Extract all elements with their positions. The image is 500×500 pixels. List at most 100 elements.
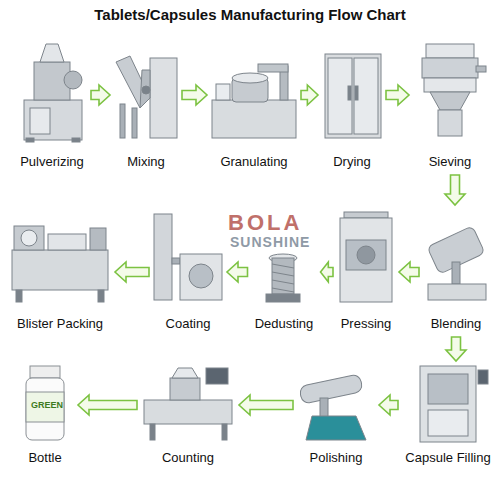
deduster-illustration-part: [272, 258, 294, 294]
dryer-illustration-part: [355, 86, 358, 100]
granulator-illustration-part: [216, 84, 230, 100]
sieve-illustration-part: [426, 44, 474, 58]
sieve-illustration: [422, 44, 486, 136]
flow-arrow: [399, 262, 419, 282]
process-step: Blister Packing: [8, 208, 112, 334]
counter-illustration-part: [144, 400, 232, 424]
process-step: Mixing: [113, 35, 179, 172]
coater-illustration-part: [154, 214, 172, 300]
flow-arrow: [446, 337, 466, 361]
granulator-illustration: [212, 64, 296, 138]
blender-illustration: [427, 226, 486, 300]
pulverizer-illustration-part: [72, 138, 80, 142]
watermark: BOLA: [226, 211, 304, 234]
step-label: Dedusting: [255, 316, 314, 332]
step-label: Sieving: [429, 154, 472, 170]
blister-packer-illustration-part: [98, 290, 104, 302]
polisher-illustration-part: [306, 416, 366, 440]
flow-arrow: [91, 85, 110, 105]
granulator-illustration-part: [258, 64, 288, 72]
counter-illustration-part: [150, 424, 155, 440]
flow-arrow: [445, 175, 465, 205]
blender-illustration-part: [428, 284, 486, 300]
coater-illustration: [154, 214, 222, 300]
sieve-illustration-part: [438, 110, 462, 136]
pulverizer-illustration-part: [40, 44, 64, 62]
flow-arrow: [115, 262, 149, 282]
dryer-illustration-part: [325, 54, 381, 138]
v-mixer-illustration-part: [150, 58, 177, 138]
blister-packer-illustration-part: [16, 290, 22, 302]
pulverizer-illustration-part: [26, 138, 34, 142]
polisher-illustration: [299, 374, 366, 440]
step-label: Capsule Filling: [405, 450, 490, 466]
granulator-illustration-part: [212, 100, 296, 138]
flow-arrow: [239, 395, 293, 415]
dryer-illustration: [325, 54, 381, 138]
sieve-illustration-part: [424, 78, 476, 92]
granulator-illustration-part: [232, 73, 268, 83]
process-step: Coating: [152, 208, 224, 334]
counter-illustration-part: [222, 424, 227, 440]
capsule-filler-illustration-part: [478, 370, 488, 384]
dryer-illustration-part: [354, 58, 378, 134]
process-step: Pulverizing: [16, 35, 88, 172]
dryer-illustration-part: [328, 58, 352, 134]
sieve-illustration-part: [476, 66, 486, 72]
blister-packer-illustration-part: [21, 230, 37, 246]
capsule-filler-illustration-part: [428, 410, 468, 436]
blender-illustration-part: [452, 262, 460, 284]
counter-illustration-part: [206, 368, 228, 384]
chart-title: Tablets/Capsules Manufacturing Flow Char…: [0, 6, 500, 23]
blister-packer-illustration-part: [14, 226, 44, 250]
sieve-illustration-part: [422, 58, 478, 78]
process-step: Polishing: [296, 364, 376, 468]
step-label: Granulating: [220, 154, 287, 170]
v-mixer-illustration-part: [142, 86, 150, 94]
step-label: Blister Packing: [17, 316, 103, 332]
pulverizer-illustration: [24, 44, 82, 142]
step-label: Blending: [431, 316, 482, 332]
process-step: Sieving: [412, 35, 488, 172]
flow-arrow: [301, 85, 318, 105]
process-step: Counting: [140, 364, 236, 468]
blister-packer-illustration-part: [90, 228, 106, 250]
capsule-filler-illustration-part: [420, 366, 476, 442]
v-mixer-illustration: [116, 56, 177, 138]
polisher-illustration-part: [320, 398, 328, 418]
blister-packer-illustration-part: [48, 234, 86, 250]
tablet-press-illustration: [340, 212, 392, 302]
process-step: Capsule Filling: [401, 364, 495, 468]
v-mixer-illustration-part: [140, 70, 150, 108]
pulverizer-illustration-part: [24, 100, 82, 140]
flow-arrow: [78, 395, 137, 415]
process-step: Blending: [422, 208, 490, 334]
process-step: Bottle: [15, 364, 75, 468]
flow-arrow: [321, 262, 334, 282]
blister-packer-illustration-part: [12, 250, 108, 290]
deduster-illustration-part: [266, 294, 300, 302]
counter-illustration-part: [170, 378, 200, 400]
tablet-press-illustration-part: [346, 240, 386, 270]
flow-arrow: [182, 85, 207, 105]
tablet-press-illustration-part: [340, 218, 392, 302]
v-mixer-illustration-part: [132, 108, 137, 138]
counter-illustration: [144, 368, 232, 440]
step-label: Coating: [166, 316, 211, 332]
step-label: Pulverizing: [20, 154, 84, 170]
step-label: Polishing: [310, 450, 363, 466]
product-label: GREEN: [29, 401, 65, 410]
tablet-press-illustration-part: [357, 246, 375, 264]
step-label: Pressing: [341, 316, 392, 332]
bottle-illustration-part: [30, 366, 60, 378]
v-mixer-illustration-part: [120, 104, 125, 138]
v-mixer-illustration-part: [116, 56, 150, 108]
deduster-illustration-part: [272, 264, 294, 292]
pulverizer-illustration-part: [64, 71, 82, 89]
watermark: SUNSHINE: [228, 235, 312, 250]
counter-illustration-part: [172, 368, 198, 378]
tablet-press-illustration-part: [344, 212, 388, 218]
